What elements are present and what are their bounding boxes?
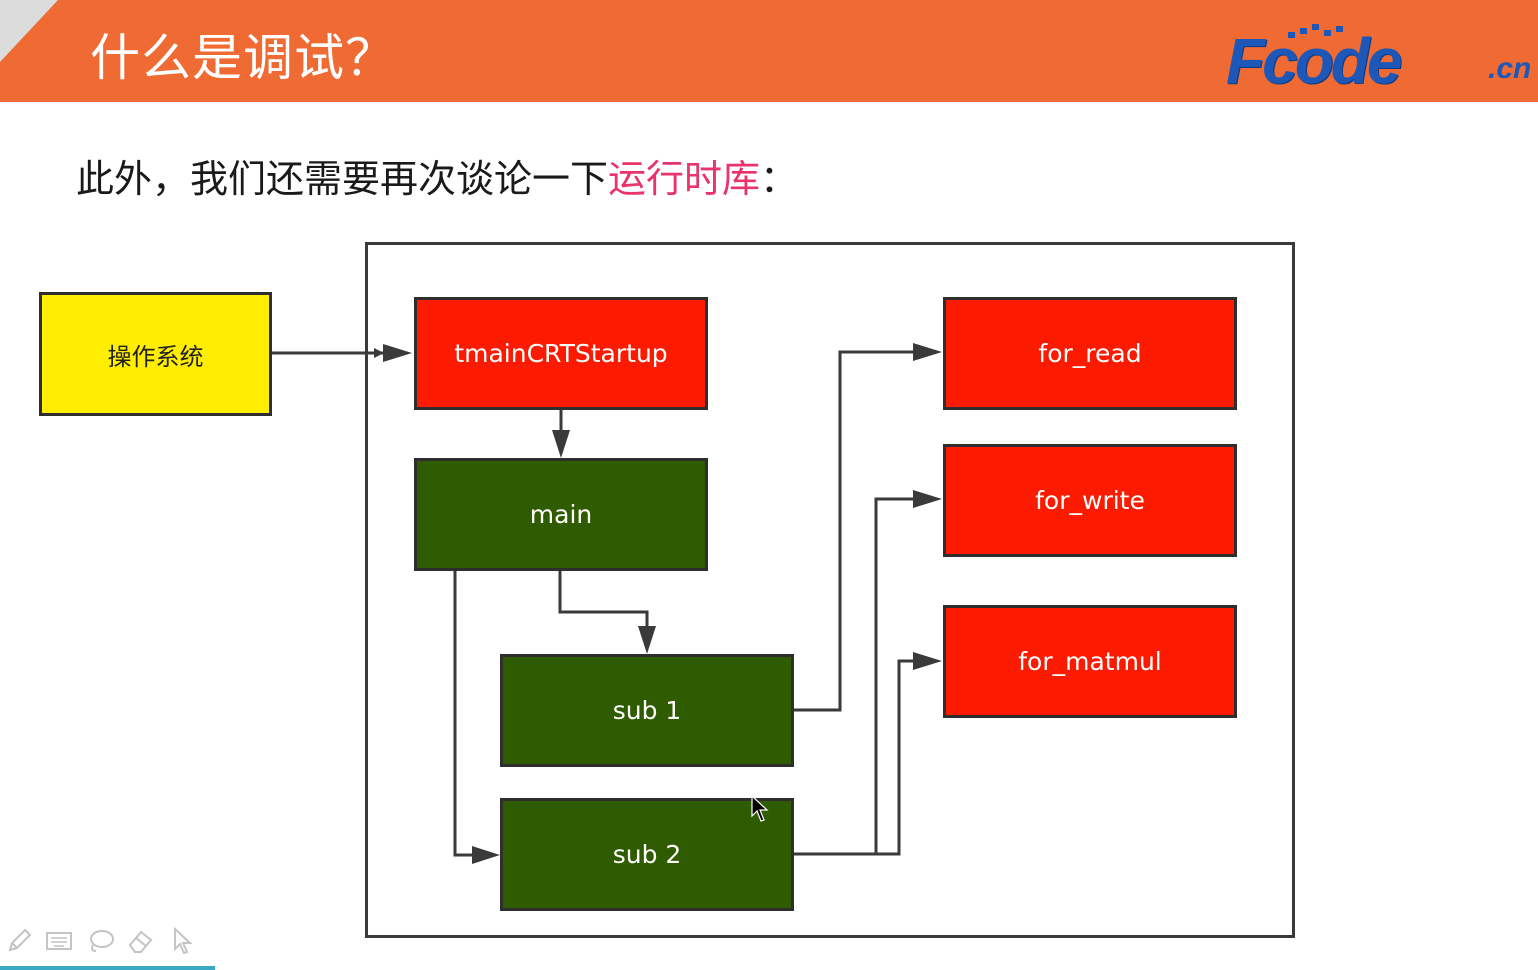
lasso-icon[interactable] <box>86 926 116 956</box>
node-for-matmul-label: for_matmul <box>1018 647 1162 676</box>
edge-main-sub1 <box>558 570 649 626</box>
subtitle-highlight: 运行时库 <box>608 157 761 201</box>
node-for-read-label: for_read <box>1038 339 1142 368</box>
node-main-label: main <box>529 500 593 529</box>
slide-header: 什么是调试？ Fcode .cn <box>0 0 1538 102</box>
subtitle-prefix: 此外，我们还需要再次谈论一下 <box>76 157 609 201</box>
edge-main-sub2 <box>453 570 472 857</box>
node-sub2-label: sub 2 <box>612 840 682 869</box>
page-corner-fold <box>0 0 58 62</box>
pen-icon[interactable] <box>4 926 34 956</box>
logo-suffix-text: .cn <box>1488 52 1532 85</box>
slide-title: 什么是调试？ <box>90 29 396 87</box>
mouse-pointer-icon <box>751 795 769 822</box>
pointer-icon[interactable] <box>168 926 198 956</box>
slide-subtitle: 此外，我们还需要再次谈论一下运行时库： <box>76 148 798 203</box>
runtime-library-frame <box>365 242 1295 938</box>
node-sub1-label: sub 1 <box>612 696 682 725</box>
node-for-write-label: for_write <box>1035 486 1145 515</box>
node-os-label: 操作系统 <box>107 342 204 371</box>
logo-main-text: Fcode <box>1226 25 1402 97</box>
keyboard-icon[interactable] <box>44 926 74 956</box>
eraser-icon[interactable] <box>126 926 156 956</box>
node-sub2: sub 2 <box>500 798 794 911</box>
node-main: main <box>414 458 708 571</box>
node-tmaincrtstartup: tmainCRTStartup <box>414 297 708 410</box>
node-tmain-label: tmainCRTStartup <box>454 339 668 368</box>
edge-sub2-matmul <box>876 659 913 856</box>
fcode-logo: Fcode .cn <box>1226 20 1538 97</box>
node-for-read: for_read <box>943 297 1237 410</box>
subtitle-suffix: ： <box>760 157 799 201</box>
node-for-write: for_write <box>943 444 1237 557</box>
node-sub1: sub 1 <box>500 654 794 767</box>
progress-bar <box>0 966 215 970</box>
node-for-matmul: for_matmul <box>943 605 1237 718</box>
edge-sub2-write <box>794 497 913 856</box>
edge-sub1-read <box>794 350 913 712</box>
node-operating-system: 操作系统 <box>39 292 272 416</box>
